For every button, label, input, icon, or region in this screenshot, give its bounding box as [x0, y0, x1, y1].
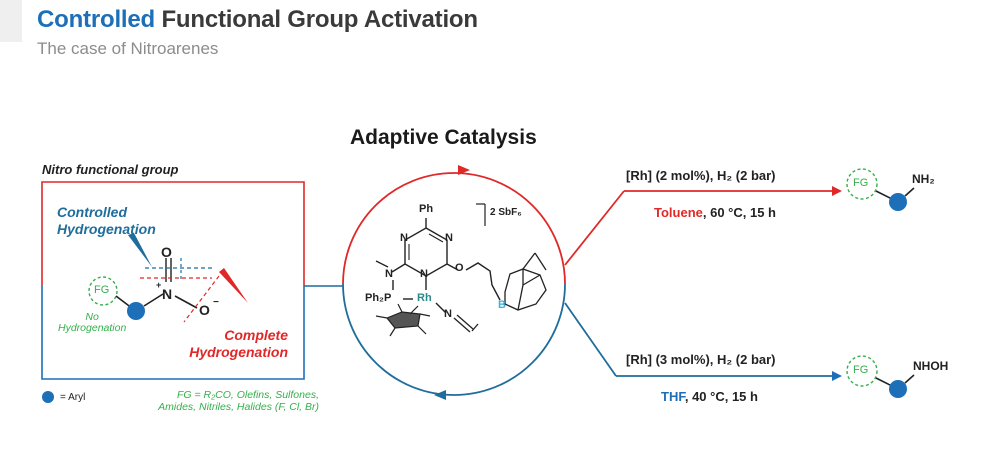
top-nh2-bond: [904, 187, 915, 197]
left-box-blue: [41, 286, 305, 380]
propyl-chain: [465, 262, 501, 301]
cp-me-1: [375, 315, 388, 319]
aryl-dot-bottom: [889, 380, 907, 398]
bottom-route-solvent-line: THF, 40 °C, 15 h: [661, 389, 758, 404]
adaptive-catalysis-title: Adaptive Catalysis: [350, 126, 537, 149]
nitro-group-label: Nitro functional group: [42, 162, 179, 177]
methyl-bond: [375, 260, 389, 268]
catalyst-ph: Ph: [419, 203, 434, 215]
top-solvent: Toluene: [654, 205, 703, 220]
cp-star-ring: [386, 311, 421, 329]
title-rest: Functional Group Activation: [155, 6, 478, 33]
page-subtitle: The case of Nitroarenes: [37, 39, 219, 58]
cp-me-5: [389, 327, 396, 337]
no-hyd-line-2: Hydrogenation: [58, 322, 127, 334]
route-red-diagonal: [564, 190, 625, 266]
corner-tab: [0, 0, 22, 42]
red-wedge: [219, 268, 248, 303]
fg-dashed-circle-bottom: [846, 355, 878, 387]
top-route-conditions: [Rh] (2 mol%), H₂ (2 bar): [626, 168, 776, 183]
catalyst-ph2p: Ph₂P: [365, 292, 392, 304]
n-o-single-bond: [174, 295, 198, 309]
left-box-red: [41, 181, 305, 286]
rh-n-bond: [435, 302, 447, 314]
o-bond: [446, 263, 459, 271]
complete-hydrogenation-label: Complete Hydrogenation: [181, 327, 288, 361]
title-accent: Controlled: [37, 6, 155, 33]
bottom-temp-time: , 40 °C, 15 h: [684, 389, 758, 404]
aryl-n-bond: [143, 293, 164, 307]
complete-line-1: Complete: [224, 327, 288, 343]
nitrile-bond-a: [453, 317, 471, 333]
catalyst-n-1: N: [445, 232, 453, 244]
nitro-n: N: [162, 286, 173, 302]
cp-me-2: [397, 303, 403, 313]
cycle-arrow-bottom: [434, 390, 446, 400]
nitro-o-minus: O: [199, 302, 210, 318]
catalyst-nitrile-n: N: [444, 308, 452, 320]
catalyst-o: O: [455, 262, 464, 274]
cycle-arrow-top: [458, 165, 470, 175]
controlled-line-1: Controlled: [57, 204, 127, 220]
page-title: Controlled Functional Group Activation: [37, 6, 478, 34]
catalyst-boron: B: [498, 299, 506, 311]
blue-wedge: [128, 233, 152, 267]
controlled-hydrogenation-label: Controlled Hydrogenation: [57, 204, 156, 238]
cp-me-3: [419, 313, 431, 317]
aryl-legend-dot: [42, 391, 54, 403]
product-hydroxylamine: NHOH: [913, 359, 949, 373]
fg-dashed-circle-top: [846, 168, 878, 200]
catalyst-n-3: N: [385, 268, 393, 280]
fg-label-left: FG: [94, 284, 110, 296]
aryl-dot-top: [889, 193, 907, 211]
top-conditions-text: [Rh] (2 mol%), H₂ (2 bar): [626, 168, 776, 183]
cycle-arc-red: [342, 172, 566, 285]
top-route-solvent-line: Toluene, 60 °C, 15 h: [654, 205, 776, 220]
bottom-solvent: THF: [661, 389, 685, 404]
route-blue-diagonal: [564, 302, 617, 377]
fg-note-line-1: FG = R₂CO, Olefins, Sulfones,: [176, 389, 319, 401]
product-amine: NH₂: [912, 172, 935, 186]
aryl-legend-text: = Aryl: [60, 391, 86, 403]
red-dash-diagonal: [183, 275, 220, 323]
counter-ion: 2 SbF₆: [490, 207, 522, 218]
catalyst-n-2: N: [400, 232, 408, 244]
fg-label-bottom: FG: [853, 364, 869, 376]
cp-rh-bond: [409, 305, 419, 315]
bottom-nhoh-bond: [904, 374, 915, 384]
bicyclic-top-bond-2: [534, 252, 547, 271]
aryl-dot-left: [127, 302, 145, 320]
nme-bond: [391, 263, 406, 273]
nitro-o-top: O: [161, 244, 172, 260]
nitrile-methyl: [471, 323, 479, 332]
nitrile-bond-b: [456, 314, 474, 330]
cycle-arc-blue: [342, 283, 566, 396]
controlled-line-2: Hydrogenation: [57, 221, 156, 237]
fg-label-top: FG: [853, 177, 869, 189]
bottom-conditions-text: [Rh] (3 mol%), H₂ (2 bar): [626, 352, 776, 367]
bicyclic-top-bond: [522, 252, 536, 270]
fg-dashed-circle-left: [88, 276, 118, 306]
catalyst-n-4: N: [420, 268, 428, 280]
bicyclic-bridge-b: [522, 274, 541, 286]
cp-me-4: [417, 325, 427, 335]
fg-note-line-2: Amides, Nitriles, Halides (F, Cl, Br): [158, 401, 319, 413]
bottom-route-conditions: [Rh] (3 mol%), H₂ (2 bar): [626, 352, 776, 367]
no-hydrogenation-label: No Hydrogenation: [58, 312, 126, 334]
catalyst-rh: Rh: [417, 292, 432, 304]
nitro-plus: +: [156, 280, 162, 290]
fg-definition-note: FG = R₂CO, Olefins, Sulfones, Amides, Ni…: [119, 389, 319, 413]
aryl-legend: = Aryl: [42, 391, 85, 403]
bicyclic-bridge-a: [517, 284, 524, 311]
triazine-inner-1: [428, 233, 444, 243]
no-hyd-line-1: No: [85, 311, 99, 323]
top-temp-time: , 60 °C, 15 h: [702, 205, 776, 220]
complete-line-2: Hydrogenation: [189, 344, 288, 360]
nitro-minus: −: [213, 297, 219, 308]
